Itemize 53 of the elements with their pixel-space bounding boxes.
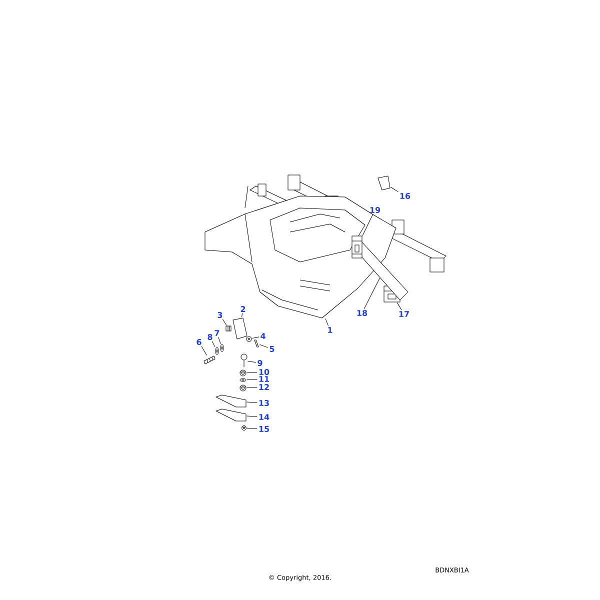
pin	[254, 340, 259, 348]
leader-line	[396, 302, 402, 310]
callout-number: 2	[240, 306, 246, 312]
callout-number: 15	[259, 426, 269, 432]
nut	[240, 384, 246, 392]
callout-number: 5	[270, 346, 274, 352]
leader-line	[246, 379, 258, 380]
callout-number: 7	[214, 330, 220, 336]
callout-number: 13	[259, 400, 269, 406]
bolt	[226, 326, 232, 332]
leader-line	[212, 341, 216, 348]
callout-number: 8	[208, 334, 212, 340]
callout-number: 10	[259, 368, 270, 376]
bolt	[240, 354, 248, 368]
leader-line	[246, 402, 258, 403]
clamp-plate	[216, 394, 246, 408]
leader-line	[325, 318, 329, 326]
callout-number: 19	[370, 206, 380, 214]
leader-line	[246, 387, 258, 388]
leader-line	[201, 346, 208, 356]
callout-number: 1	[328, 327, 332, 333]
leader-line	[222, 319, 227, 326]
nut	[242, 426, 246, 430]
callout-number: 4	[260, 333, 266, 339]
leader-line	[246, 416, 258, 417]
bump-stop	[378, 176, 390, 190]
washer	[246, 336, 252, 342]
leader-line	[241, 312, 243, 318]
leader-line	[364, 278, 380, 309]
callout-number: 16	[400, 192, 410, 200]
leader-line	[362, 214, 374, 236]
bracket	[232, 318, 248, 340]
bolt	[204, 356, 216, 364]
callout-number: 18	[357, 310, 368, 316]
leader-line	[218, 336, 221, 344]
washer	[215, 347, 219, 355]
callout-number: 14	[259, 414, 270, 420]
leader-line	[246, 428, 258, 429]
leader-line	[248, 360, 256, 363]
callout-number: 6	[196, 338, 202, 346]
leader-line	[252, 336, 260, 339]
nut	[240, 370, 246, 376]
leader-line	[390, 186, 398, 192]
clamp-plate	[216, 408, 246, 422]
callout-number: 17	[399, 311, 409, 317]
washer	[220, 344, 224, 352]
callout-number: 11	[259, 376, 270, 382]
callout-number: 3	[218, 312, 222, 318]
washer	[240, 378, 246, 382]
leader-line	[246, 372, 258, 374]
callout-number: 9	[258, 360, 262, 366]
leader-line	[259, 344, 268, 348]
callout-number: 12	[259, 384, 269, 390]
